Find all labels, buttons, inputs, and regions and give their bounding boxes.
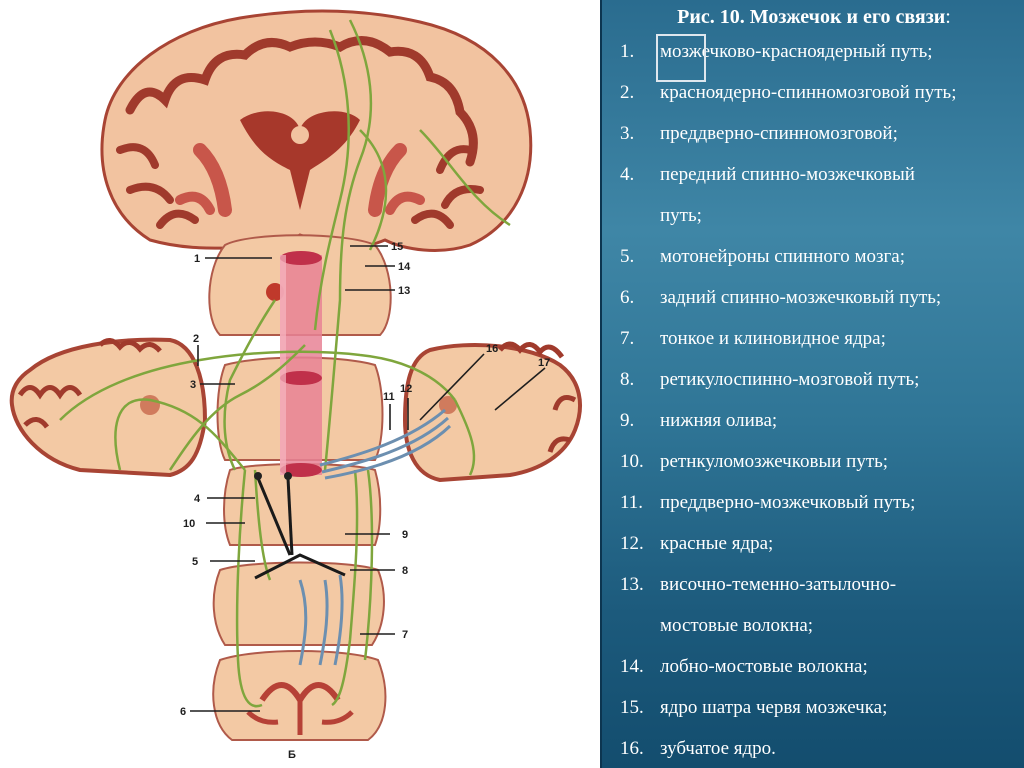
legend-text: ядро шатра червя мозжечка; (660, 697, 888, 718)
legend-text: мостовые волокна; (660, 615, 814, 636)
medulla-lower-section (212, 561, 385, 646)
figure-label-15: 15 (391, 241, 403, 253)
figure-label-14: 14 (398, 261, 411, 273)
legend-text: ретнкуломозжечковыи путь; (660, 451, 889, 472)
legend-text: красноядерно-спинномозговой путь; (660, 82, 957, 103)
legend-text: лобно-мостовые волокна; (660, 656, 868, 677)
figure-label-b: Б (288, 749, 296, 761)
figure-label-11: 11 (383, 391, 395, 403)
legend-text: преддверно-спинномозговой; (660, 123, 898, 144)
legend-number: 12. (620, 533, 644, 554)
legend-text: преддверно-мозжечковый путь; (660, 492, 916, 513)
blue-pathways (298, 408, 452, 666)
legend-number: 16. (620, 738, 644, 759)
legend-text: височно-теменно-затылочно- (660, 574, 897, 595)
figure-label-17: 17 (538, 357, 550, 369)
figure-label-9: 9 (402, 529, 408, 541)
caption-colon: : (945, 6, 951, 28)
figure-label-1: 1 (194, 253, 200, 265)
legend-panel: Рис. 10. Мозжечок и его связи: 1. мозжечк… (600, 0, 1024, 768)
legend-text: нижняя олива; (660, 410, 778, 431)
legend-text: красные ядра; (660, 533, 774, 554)
legend-number: 14. (620, 656, 644, 677)
cerebellum-right-hemisphere (402, 341, 582, 483)
legend-text: путь; (660, 205, 702, 226)
legend-text: передний спинно-мозжечковый (660, 164, 915, 185)
figure-label-8: 8 (402, 565, 408, 577)
legend-number: 5. (620, 246, 635, 267)
legend-number: 4. (620, 164, 635, 185)
legend-number: 10. (620, 451, 644, 472)
legend-number: 9. (620, 410, 635, 431)
legend-number: 2. (620, 82, 635, 103)
legend-number: 1. (620, 41, 635, 62)
legend-text: ретикулоспинно-мозговой путь; (660, 369, 920, 390)
figure-label-5: 5 (192, 556, 198, 568)
legend-text: задний спинно-мозжечковый путь; (660, 287, 942, 308)
caption-title: Рис. 10. Мозжечок и его связи (677, 6, 946, 28)
legend-number: 8. (620, 369, 635, 390)
legend-number: 11. (620, 492, 644, 513)
legend-number: 15. (620, 697, 644, 718)
legend-text: тонкое и клиновидное ядра; (660, 328, 886, 349)
legend-number: 7. (620, 328, 635, 349)
figure-label-3: 3 (190, 379, 196, 391)
figure-caption: Рис. 10. Мозжечок и его связи: (602, 6, 1024, 29)
selection-highlight-box (656, 34, 706, 82)
figure-label-16: 16 (486, 343, 498, 355)
legend-number: 13. (620, 574, 644, 595)
legend-text: зубчатое ядро. (660, 738, 776, 759)
cerebrum-section (100, 9, 533, 252)
legend-number: 3. (620, 123, 635, 144)
figure-label-12: 12 (400, 383, 412, 395)
green-pathways (59, 19, 511, 708)
figure-label-10: 10 (183, 518, 195, 530)
legend-text: мотонейроны спинного мозга; (660, 246, 905, 267)
legend-number: 6. (620, 287, 635, 308)
label-leaders (190, 245, 546, 712)
legend-text: мозжечково-красноядерный путь; (660, 41, 933, 62)
figure-label-2: 2 (193, 333, 199, 345)
figure-label-7: 7 (402, 629, 408, 641)
figure-label-13: 13 (398, 285, 410, 297)
cerebellum-diagram: 1 2 3 15 14 13 16 17 11 12 4 10 5 9 8 7 … (9, 9, 582, 761)
figure-label-6: 6 (180, 706, 186, 718)
figure-label-4: 4 (194, 493, 201, 505)
black-pathways (254, 477, 346, 580)
